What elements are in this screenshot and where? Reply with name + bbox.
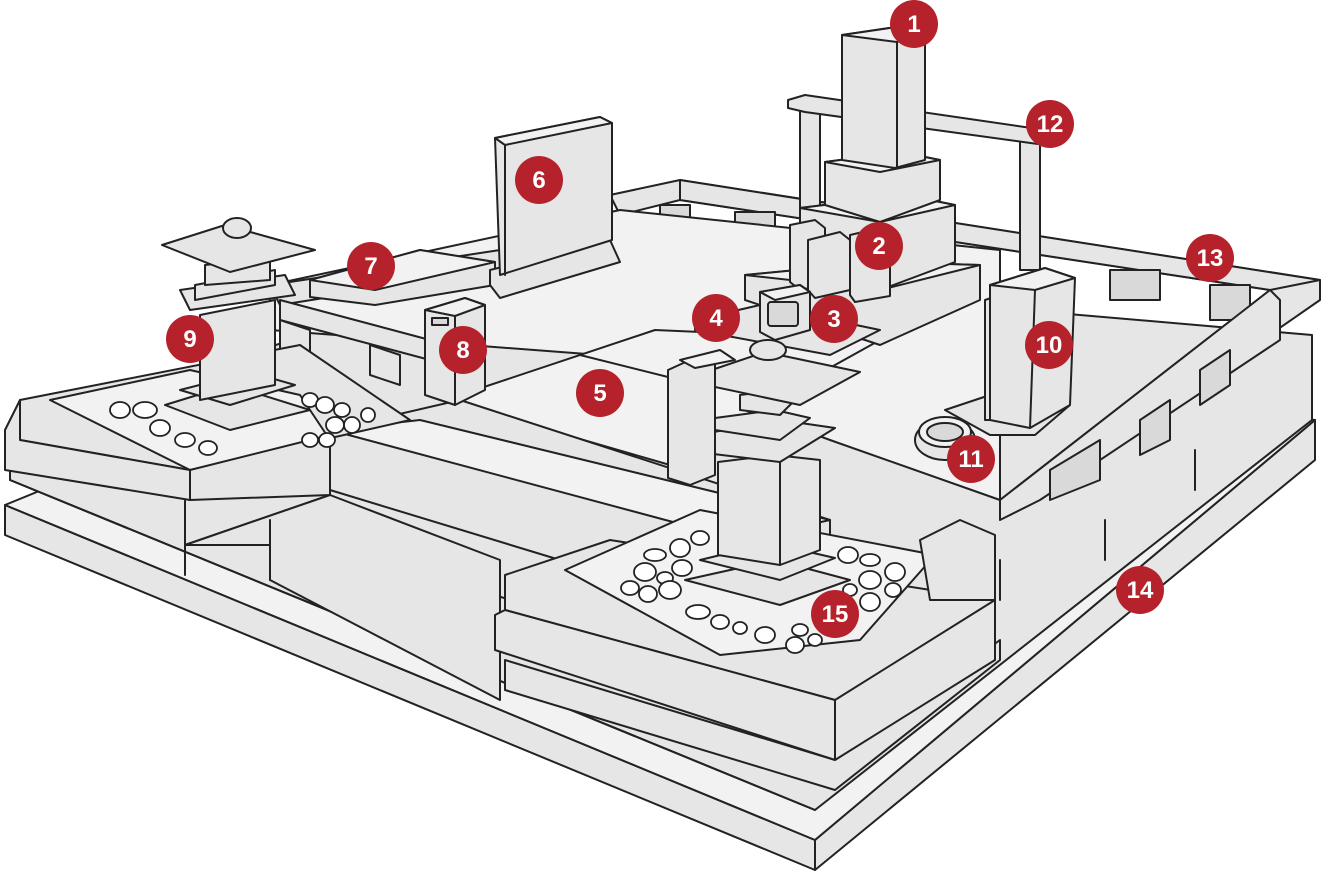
callout-3-circle [810,295,858,343]
callout-8-label: 8 [456,337,469,364]
callout-3: 3 [810,295,858,343]
callout-9-label: 9 [183,326,196,353]
callout-6: 6 [515,156,563,204]
callout-14: 14 [1116,566,1164,614]
right-pebbles [620,530,906,654]
callout-5-circle [576,369,624,417]
callout-9: 9 [166,315,214,363]
callout-13-label: 13 [1197,245,1224,272]
callout-7-circle [347,242,395,290]
path-block [667,349,736,486]
callout-9-circle [166,315,214,363]
callout-1-circle [890,0,938,48]
callout-11: 11 [947,435,995,483]
callout-12: 12 [1026,100,1074,148]
left-stone-lantern [161,217,316,431]
callout-13-circle [1186,234,1234,282]
callout-3-label: 3 [827,306,840,333]
left-pebbles [109,392,376,456]
callout-12-circle [1026,100,1074,148]
callout-14-circle [1116,566,1164,614]
callout-1-label: 1 [907,11,920,38]
callout-2-circle [855,222,903,270]
callout-5: 5 [576,369,624,417]
callout-11-circle [947,435,995,483]
callout-4-label: 4 [709,305,723,332]
right-stone-lantern [681,339,861,606]
callout-10-circle [1025,321,1073,369]
callout-2-label: 2 [872,233,885,260]
callout-10: 10 [1025,321,1073,369]
callout-1: 1 [890,0,938,48]
callout-7-label: 7 [364,253,377,280]
callout-2: 2 [855,222,903,270]
callout-15: 15 [811,590,859,638]
callout-15-circle [811,590,859,638]
callout-11-label: 11 [958,446,983,473]
callout-15-label: 15 [822,601,849,628]
callout-4: 4 [692,294,740,342]
callout-14-label: 14 [1127,577,1154,604]
callout-8: 8 [439,326,487,374]
incense-holder [789,219,891,303]
callout-6-circle [515,156,563,204]
callout-6-label: 6 [532,167,545,194]
callouts: 1 2 3 4 5 6 7 8 [166,0,1234,638]
callout-10-label: 10 [1036,332,1063,359]
callout-8-circle [439,326,487,374]
callout-12-label: 12 [1037,111,1064,138]
callout-13: 13 [1186,234,1234,282]
callout-4-circle [692,294,740,342]
callout-7: 7 [347,242,395,290]
callout-5-label: 5 [593,380,606,407]
